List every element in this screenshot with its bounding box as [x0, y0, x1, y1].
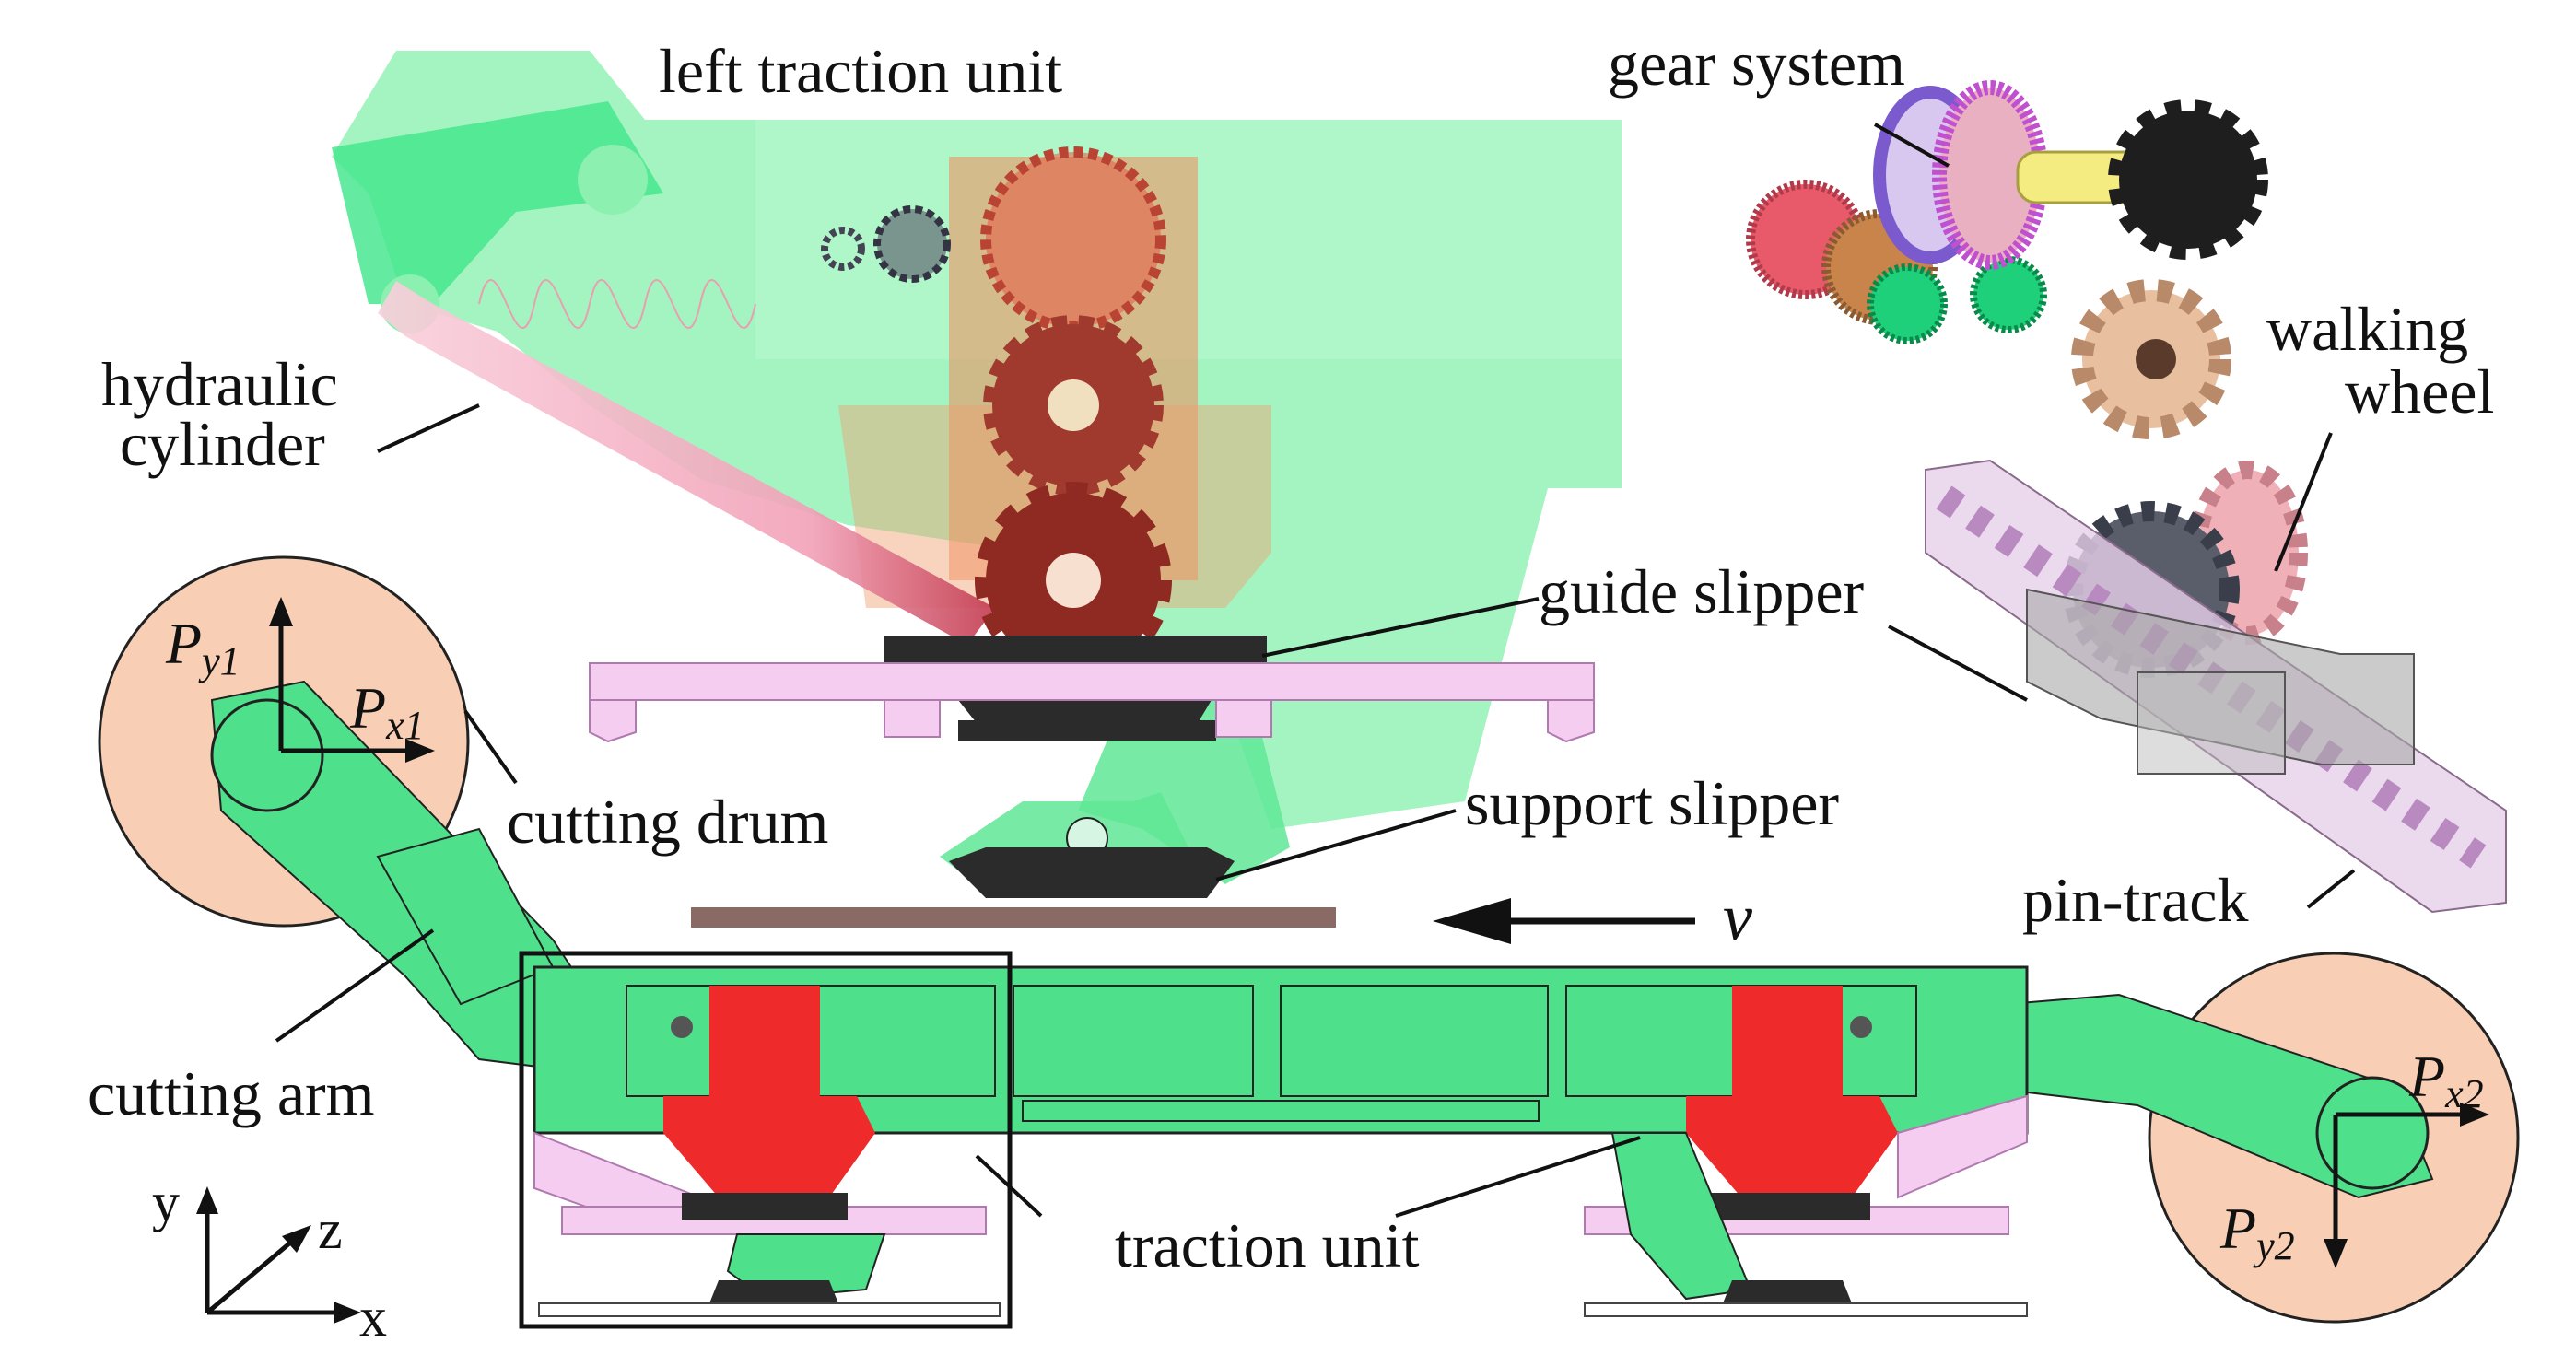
label-hydraulic: hydraulic	[101, 349, 338, 419]
cutting-arm-left-hub	[210, 698, 324, 812]
label-gear-system: gear system	[1608, 29, 1905, 99]
traction-unit-left	[533, 986, 1001, 1317]
main-body-panel-1	[1013, 985, 1254, 1097]
traction-unit-highlight-box	[519, 951, 1013, 1329]
gear-system-view	[1746, 80, 2268, 344]
label-px2: Px2	[2408, 1044, 2484, 1116]
leader-gear-system	[1874, 123, 1950, 168]
gear-green-2	[1970, 256, 2047, 333]
support-slipper-shape	[691, 792, 1336, 928]
label-wheel: wheel	[2345, 356, 2494, 426]
axis-label-y: y	[152, 1172, 180, 1232]
small-gear-1	[821, 227, 865, 271]
main-body-slot	[1022, 1100, 1540, 1122]
label-cutting-drum: cutting drum	[507, 787, 828, 857]
housing-side-arm	[332, 101, 663, 304]
small-gear-2	[873, 205, 951, 283]
leader-pin-track	[2306, 869, 2356, 909]
labels: left traction unit gear system hydraulic…	[88, 29, 2494, 1348]
driving-sprocket-hub	[1046, 553, 1101, 608]
housing-pivot	[578, 145, 648, 215]
axis-label-x: x	[359, 1287, 387, 1348]
leader-lines	[275, 123, 2356, 1218]
left-traction-unit-view	[332, 51, 1622, 928]
pink-rail-top	[589, 662, 1595, 743]
leader-traction-unit-1	[975, 1154, 1043, 1218]
leader-traction-unit-2	[1395, 1136, 1641, 1218]
label-pin-track: pin-track	[2022, 865, 2248, 935]
walking-wheel-view	[1925, 279, 2507, 914]
gear-black-top	[2108, 99, 2268, 260]
upper-ring-gear	[980, 146, 1166, 333]
label-py2: Py2	[2219, 1196, 2295, 1268]
leader-guide-slipper	[1261, 597, 1540, 658]
label-walking: walking	[2266, 294, 2468, 364]
force-arrows-left	[269, 597, 435, 763]
leader-cutting-drum	[463, 709, 518, 785]
leader-cutting-arm	[275, 928, 435, 1043]
leader-guide-slipper-2	[1888, 625, 2028, 702]
velocity-arrow	[1433, 898, 1695, 944]
traction-unit-right	[1584, 986, 2028, 1317]
cutting-arm-right-hub	[2315, 1076, 2430, 1190]
middle-gear-hub	[1048, 379, 1099, 431]
label-cutting-arm: cutting arm	[88, 1058, 375, 1128]
gear-green-1	[1867, 263, 1948, 344]
hydraulic-cylinder	[378, 279, 995, 645]
label-support-slipper: support slipper	[1465, 768, 1839, 838]
label-px1: Px1	[349, 675, 425, 748]
force-arrows-right	[2324, 1103, 2489, 1268]
shearer-full-view	[98, 555, 2520, 1329]
label-left-traction-unit: left traction unit	[659, 36, 1062, 106]
label-guide-slipper: guide slipper	[1539, 556, 1865, 626]
walking-wheel-tan-hub	[2136, 339, 2176, 379]
label-py1: Py1	[165, 611, 240, 683]
axis-label-z: z	[318, 1199, 343, 1260]
leader-walking-wheel	[2274, 432, 2333, 572]
main-body-panel-2	[1280, 985, 1549, 1097]
traction-box-gray-2	[2137, 671, 2286, 775]
label-velocity: v	[1723, 881, 1752, 954]
leader-support-slipper	[1215, 809, 1457, 881]
label-traction-unit: traction unit	[1115, 1210, 1420, 1280]
housing-lower-hook	[1078, 700, 1290, 884]
leader-hydraulic	[377, 403, 480, 453]
label-cylinder: cylinder	[120, 409, 325, 479]
coordinate-axes	[196, 1186, 361, 1324]
